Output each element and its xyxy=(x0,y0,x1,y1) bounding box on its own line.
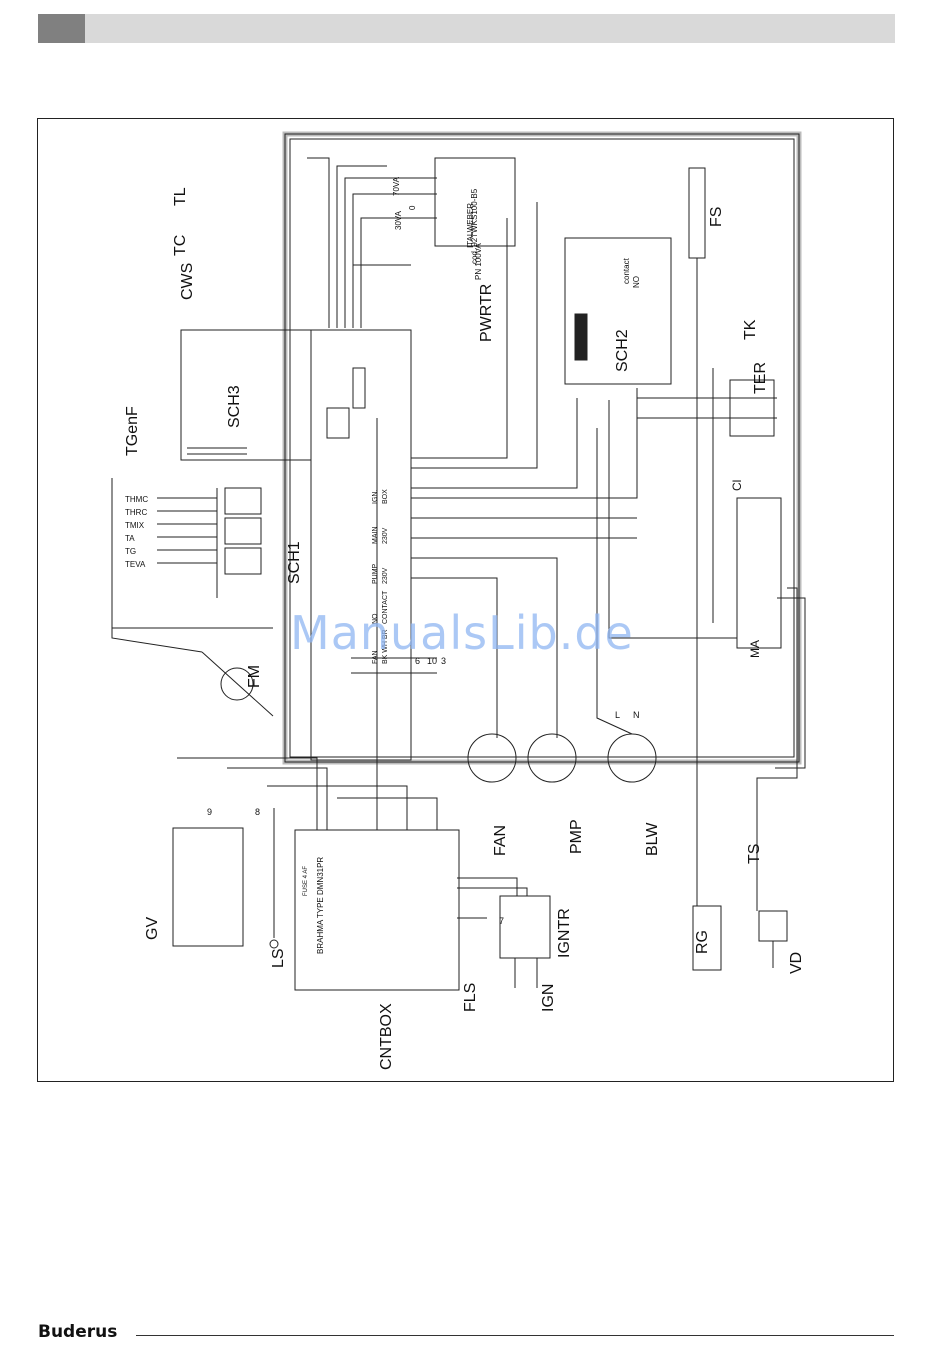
label-cntbox: CNTBOX xyxy=(378,1003,395,1070)
transformer-text-3: PN 100VA xyxy=(474,243,483,280)
sch1-nocontact: NO xyxy=(372,613,379,624)
label-ts: TS xyxy=(746,844,763,864)
blw-l: L xyxy=(615,710,620,720)
brand-logo: Buderus xyxy=(38,1322,118,1342)
label-sch2: SCH2 xyxy=(614,329,631,372)
tap-30va: 30VA xyxy=(394,210,403,230)
sch1-board xyxy=(310,329,412,761)
label-cl: Cl xyxy=(730,480,744,491)
label-igntr: IGNTR xyxy=(556,908,573,958)
transformer-text-1: ITALWEBER xyxy=(466,203,475,248)
sch2-contact: contact xyxy=(622,257,631,284)
sch2-no: NO xyxy=(632,276,641,288)
sch1-main-2: 230V xyxy=(382,527,389,544)
label-tl: TL xyxy=(172,187,189,206)
circle-num-6: 6 xyxy=(415,656,420,666)
sch1-pump: PUMP xyxy=(372,563,379,584)
label-sch1: SCH1 xyxy=(286,541,303,584)
sensor-thmc: THMC xyxy=(125,495,148,504)
gv-pin-9: 9 xyxy=(207,807,212,817)
label-ls: LS xyxy=(270,948,287,968)
circle-num-10: 10 xyxy=(427,656,437,666)
footer-line xyxy=(136,1335,894,1336)
sch1-ignbox: IGN. xyxy=(372,490,379,504)
sensor-ta: TA xyxy=(125,534,135,543)
label-pwrtr: PWRTR xyxy=(478,284,495,342)
header-bar xyxy=(38,14,895,43)
label-ign: IGN xyxy=(540,984,557,1012)
label-fls: FLS xyxy=(462,983,479,1012)
label-tgenf: TGenF xyxy=(124,406,141,456)
label-tk: TK xyxy=(742,319,759,340)
circle-num-3: 3 xyxy=(441,656,446,666)
tap-0: 0 xyxy=(408,205,417,210)
cntbox-brahma: BRAHMA TYPE DMN31PR xyxy=(316,857,325,954)
sch1-ignbox-2: BOX xyxy=(382,489,389,504)
label-pmp: PMP xyxy=(568,819,585,854)
label-fs: FS xyxy=(708,207,725,227)
sensor-tg: TG xyxy=(125,547,136,556)
sensor-thrc: THRC xyxy=(125,508,147,517)
label-vd: VD xyxy=(788,952,805,974)
sensor-teva: TEVA xyxy=(125,560,146,569)
diagram-frame xyxy=(37,118,894,1082)
label-sch3: SCH3 xyxy=(226,385,243,428)
sensor-tmix: TMIX xyxy=(125,521,145,530)
label-blw: BLW xyxy=(644,822,661,856)
label-ma: MA xyxy=(748,640,762,658)
header-tab xyxy=(38,14,85,43)
gv-pin-8: 8 xyxy=(255,807,260,817)
blw-n: N xyxy=(633,710,640,720)
sch1-fan: FAN xyxy=(372,650,379,664)
sch1-main: MAIN xyxy=(372,527,379,545)
sch1-pump-2: 230V xyxy=(382,567,389,584)
label-fan: FAN xyxy=(492,825,509,856)
label-gv: GV xyxy=(144,917,161,940)
sensor-labels: THMC THRC TMIX TA TG TEVA xyxy=(125,495,148,569)
sch1-nocontact-2: CONTACT xyxy=(382,590,389,624)
sch2-board xyxy=(564,237,672,385)
transformer-text-2: cod. 92TWKS100-B5 xyxy=(470,188,479,264)
label-fm: FM xyxy=(246,665,263,688)
cntbox-fuse: FUSE 4 AF xyxy=(303,866,309,896)
tap-70va: 70VA xyxy=(392,176,401,196)
sch1-fan-2: BK WH BR xyxy=(382,629,389,664)
label-tc: TC xyxy=(172,235,189,256)
transformer xyxy=(434,157,516,247)
label-cws: CWS xyxy=(179,263,196,300)
watermark: ManualsLib.de xyxy=(290,606,634,660)
sch3-board xyxy=(180,329,312,461)
label-rg: RG xyxy=(694,930,711,954)
wiring-diagram: TL TC CWS TGenF SCH3 SCH1 PWRTR SCH2 FS … xyxy=(111,131,806,1070)
igntr-pin-7: 7 xyxy=(499,916,504,926)
label-ter: TER xyxy=(752,362,769,394)
